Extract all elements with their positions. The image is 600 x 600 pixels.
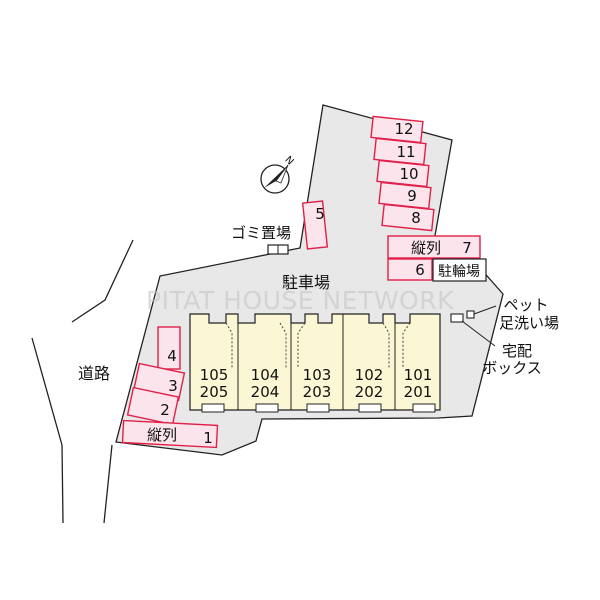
compass-north-label: N — [282, 155, 295, 168]
parking-space-5 — [301, 200, 329, 250]
unit-202-number: 202 — [355, 383, 384, 401]
garbage-station-label: ゴミ置場 — [231, 224, 291, 242]
stair-dashes-101 — [402, 322, 411, 368]
road-edge-lower-right — [103, 444, 113, 524]
road-edges — [31, 239, 134, 524]
entrance-mark-103 — [306, 403, 330, 413]
unit-104-number: 104 — [251, 366, 280, 384]
parking-space-10-number: 10 — [399, 165, 418, 183]
parking-space-1-number: 1 — [203, 429, 213, 447]
parking-space-1-prefix: 縦列 — [147, 426, 177, 444]
road-edge-lower-left — [31, 337, 63, 446]
entrance-mark-102 — [358, 403, 382, 413]
entrance-mark-101 — [412, 403, 436, 413]
parking-space-2-number: 2 — [160, 401, 170, 419]
parking-space-5-number: 5 — [315, 205, 325, 223]
parking-space-1 — [121, 419, 219, 449]
pet-wash-marker — [466, 310, 475, 319]
delivery-box-marker — [450, 313, 464, 323]
parking-spaces — [121, 115, 481, 449]
road-edge-lower-left-cont — [61, 444, 64, 524]
bicycle-parking-label: 駐輪場 — [438, 263, 480, 280]
pet-wash-label-line1: ペット — [503, 296, 548, 314]
delivery-box-label-line1: 宅配 — [502, 342, 532, 360]
road-label: 道路 — [78, 364, 110, 383]
unit-103-number: 103 — [303, 366, 332, 384]
pet-wash-label-line2: 足洗い場 — [499, 314, 559, 332]
unit-105-number: 105 — [200, 366, 229, 384]
parking-space-7 — [387, 235, 481, 259]
stair-dashes-103 — [297, 322, 306, 368]
unit-204-number: 204 — [251, 383, 280, 401]
building-outline — [189, 313, 441, 411]
parking-space-11-number: 11 — [396, 143, 415, 161]
parking-space-7-prefix: 縦列 — [411, 239, 441, 257]
delivery-box-label-line2: ボックス — [482, 359, 542, 377]
entrance-mark-104 — [255, 403, 279, 413]
parking-space-12-number: 12 — [394, 120, 413, 138]
parking-space-9-number: 9 — [407, 187, 417, 205]
unit-102-number: 102 — [355, 366, 384, 384]
parking-space-2 — [126, 386, 180, 426]
delivery-box-leader — [461, 320, 496, 347]
parking-space-4-number: 4 — [167, 347, 177, 365]
compass-north-icon: N — [260, 155, 295, 194]
parking-space-3-number: 3 — [168, 377, 178, 395]
parking-lot-label: 駐車場 — [282, 273, 330, 292]
unit-203-number: 203 — [303, 383, 332, 401]
unit-201-number: 201 — [404, 383, 433, 401]
road-edge-upper — [71, 239, 134, 323]
pet-wash-leader — [473, 305, 497, 315]
unit-101-number: 101 — [404, 366, 433, 384]
parking-space-8 — [381, 203, 435, 232]
parking-space-6 — [387, 258, 433, 281]
parking-space-8-number: 8 — [411, 209, 421, 227]
building: 105 205 104 204 103 203 102 202 101 201 — [189, 313, 441, 413]
watermark-text: PITAT HOUSE NETWORK — [146, 286, 454, 315]
unit-205-number: 205 — [200, 383, 229, 401]
entrance-mark-105 — [201, 403, 225, 413]
parking-space-6-number: 6 — [415, 261, 425, 279]
parking-space-4 — [157, 326, 181, 370]
parking-space-7-number: 7 — [462, 239, 472, 257]
bicycle-parking-box — [432, 258, 487, 282]
